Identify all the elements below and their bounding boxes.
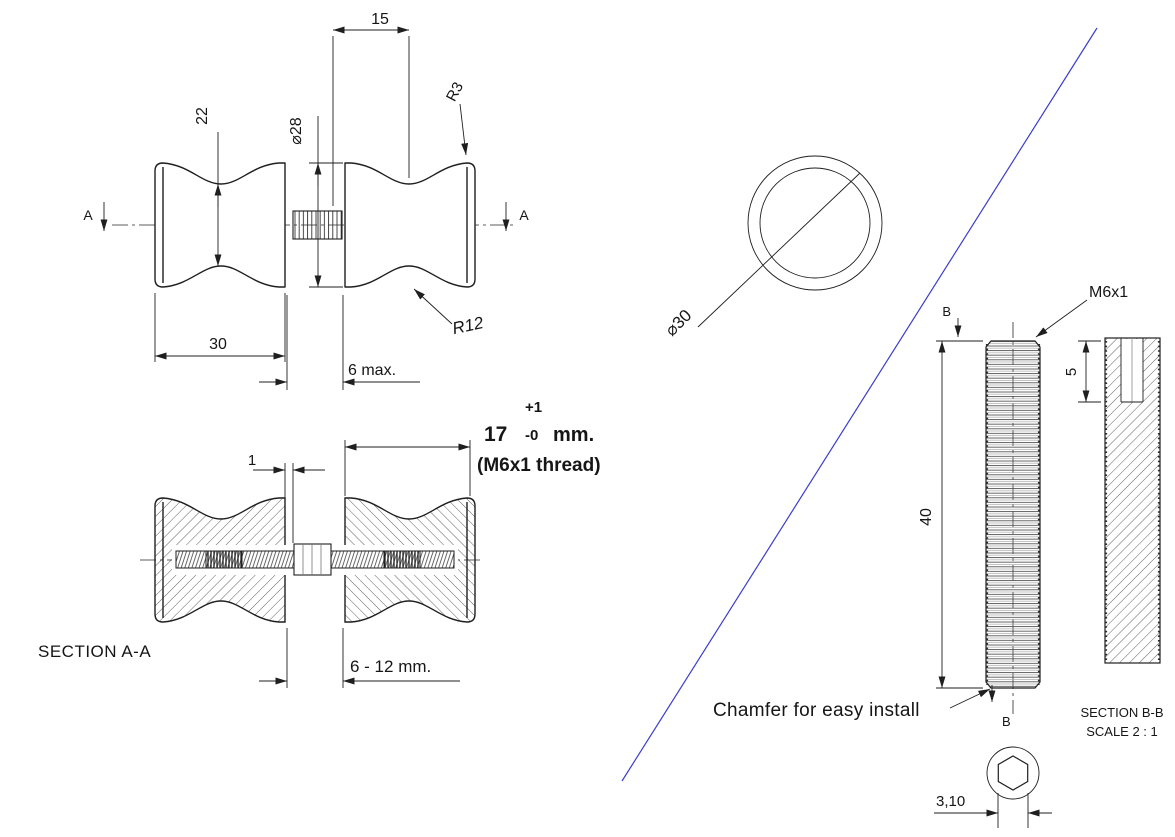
stud-end-circle xyxy=(986,746,1040,800)
dim-17-unit: mm. xyxy=(553,424,594,446)
section-a-label-left: A xyxy=(83,207,93,223)
knob-outer-circle xyxy=(747,155,883,291)
section-b-label-bottom: B xyxy=(1002,714,1011,729)
dim-dia28-label: ⌀28 xyxy=(288,117,305,145)
dim-310-label: 3,10 xyxy=(936,793,965,810)
blue-divider-line xyxy=(621,27,1098,782)
dim-40-label: 40 xyxy=(918,508,935,526)
stud-view: M6x1 B B 40 Chamfer for easy install xyxy=(713,284,1128,729)
front-view: ⌀30 xyxy=(661,155,883,340)
m6x1-label: M6x1 xyxy=(1089,284,1128,301)
section-bb-scale: SCALE 2 : 1 xyxy=(1086,724,1158,739)
dia30-leader xyxy=(697,172,861,328)
section-bb-title: SECTION B-B xyxy=(1080,705,1163,720)
side-view: 15 A A 22 ⌀28 R3 30 R12 6 max. xyxy=(83,11,529,390)
section-aa-title: SECTION A-A xyxy=(38,642,151,661)
dim-15-label: 15 xyxy=(371,11,389,28)
left-knob-outline xyxy=(154,162,286,288)
section-bb-view: 5 SECTION B-B SCALE 2 : 1 xyxy=(1063,337,1164,739)
dim-6max-label: 6 max. xyxy=(348,362,396,379)
dim-17-tol-plus: +1 xyxy=(525,399,542,416)
dim-22-label: 22 xyxy=(194,107,211,125)
r3-label: R3 xyxy=(443,79,467,104)
stud-in-gap xyxy=(292,210,343,240)
r3-leader xyxy=(459,103,469,156)
dim-17-value: 17 xyxy=(484,423,507,446)
dim-5-label: 5 xyxy=(1063,368,1080,376)
dim-612-label: 6 - 12 mm. xyxy=(350,657,431,676)
section-a-label-right: A xyxy=(519,207,529,223)
chamfer-leader xyxy=(949,688,991,709)
section-aa-view: 1 17 +1 -0 mm. (M6x1 thread) 6 - 12 mm. … xyxy=(38,399,601,688)
r12-label: R12 xyxy=(451,313,486,338)
thread-engagement-left xyxy=(205,550,243,569)
hex-socket-outline xyxy=(997,755,1029,791)
hex-socket-view: 3,10 xyxy=(934,746,1052,828)
chamfer-note-label: Chamfer for easy install xyxy=(713,700,920,721)
dim-17-tol-minus: -0 xyxy=(525,427,538,444)
spacer-collar xyxy=(293,543,332,576)
dim-30-label: 30 xyxy=(209,336,227,353)
right-knob-outline xyxy=(344,162,476,288)
m6x1-leader xyxy=(1035,299,1088,338)
knob-inner-circle xyxy=(759,167,871,279)
dim-dia30-label: ⌀30 xyxy=(661,306,695,340)
thread-note-label: (M6x1 thread) xyxy=(477,455,601,476)
r12-leader xyxy=(413,288,453,325)
dim-1-label: 1 xyxy=(248,452,256,469)
section-b-label-top: B xyxy=(942,304,951,319)
thread-engagement-right xyxy=(383,550,421,569)
threaded-stud-body xyxy=(985,340,1041,689)
